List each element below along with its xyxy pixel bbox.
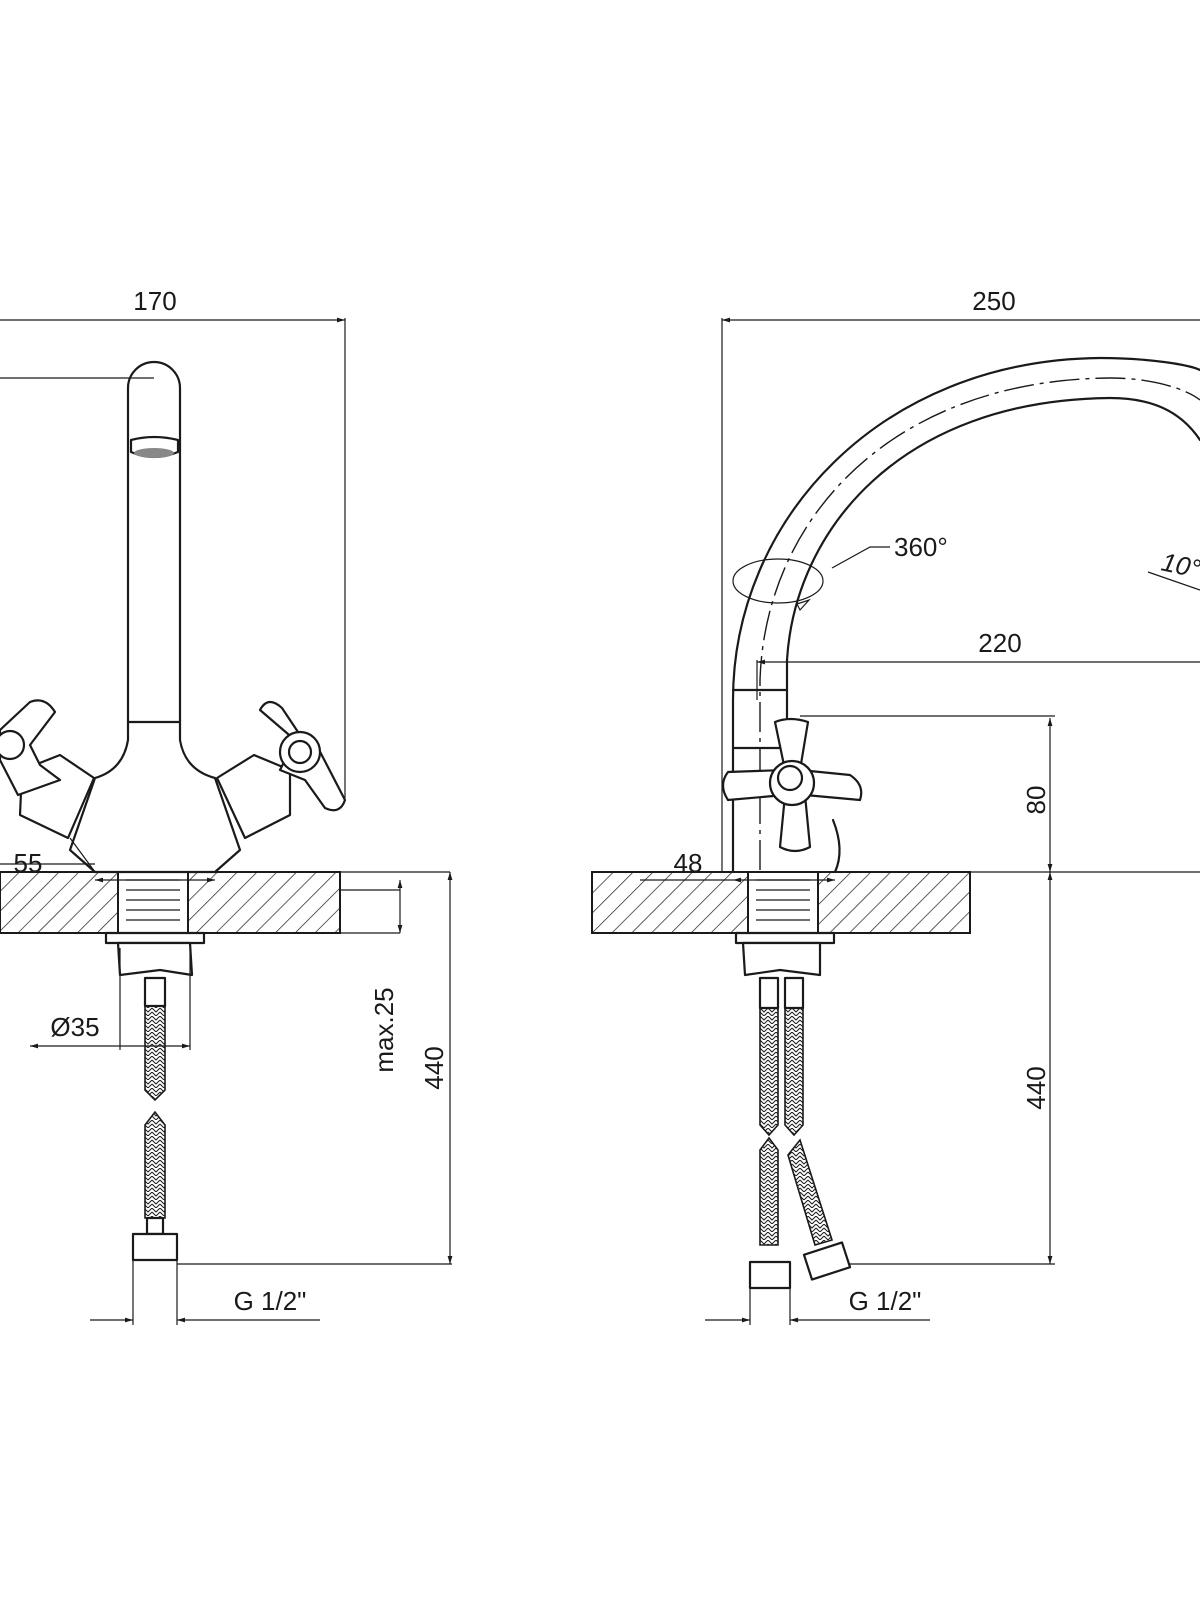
front-view: 170 55 Ø35 max.25 440 G 1/2" <box>0 286 453 1325</box>
side-dimensions: 250 220 360° 10° 80 48 440 G 1/2" <box>640 286 1200 1325</box>
hose-length-440-label: 440 <box>419 1046 449 1089</box>
countertop-section <box>0 871 341 945</box>
width-250-label: 250 <box>972 286 1015 316</box>
cross-handle <box>721 717 863 853</box>
thread-label: G 1/2" <box>849 1286 922 1316</box>
thread-label: G 1/2" <box>234 1286 307 1316</box>
height-80-label: 80 <box>1021 786 1051 815</box>
front-dimensions: 170 55 Ø35 max.25 440 G 1/2" <box>0 286 453 1325</box>
swivel-360-label: 360° <box>894 532 948 562</box>
spout <box>731 356 1200 874</box>
spacing-55-label: 55 <box>14 848 43 878</box>
diameter-35-label: Ø35 <box>50 1012 99 1042</box>
max-thickness-label: max.25 <box>369 987 399 1072</box>
countertop-section <box>591 871 971 945</box>
faucet-body <box>0 360 347 874</box>
width-170-label: 170 <box>133 286 176 316</box>
side-view: 250 220 360° 10° 80 48 440 G 1/2" <box>591 286 1200 1325</box>
connector-and-hose <box>116 941 194 1262</box>
hose-length-440-label: 440 <box>1021 1066 1051 1109</box>
base-48-label: 48 <box>674 848 703 878</box>
connectors-and-hoses <box>741 941 852 1290</box>
reach-220-label: 220 <box>978 628 1021 658</box>
